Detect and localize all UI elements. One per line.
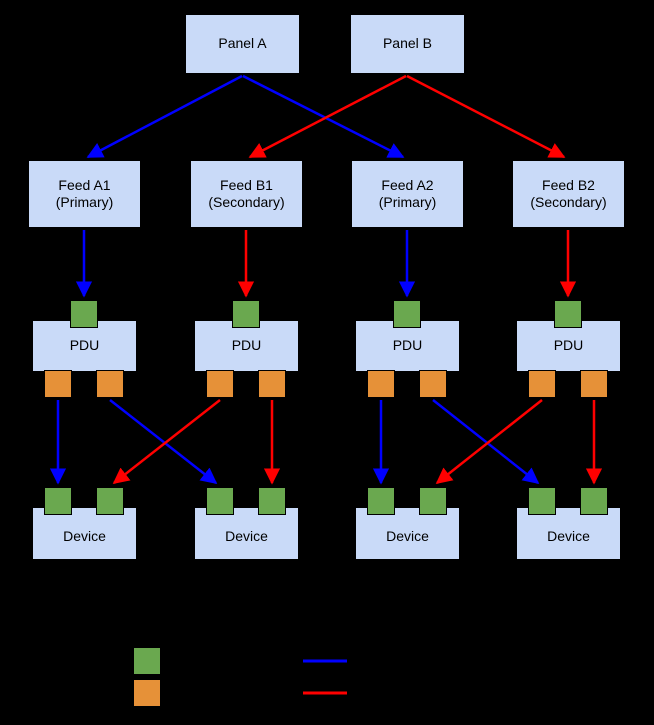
device4-input-port-right xyxy=(580,487,608,515)
pdu2-input-port xyxy=(232,300,260,328)
panel-a-to-feed-a1-arrow xyxy=(86,74,243,159)
device3-input-port-left xyxy=(367,487,395,515)
pdu3-output-port-right xyxy=(419,370,447,398)
pdu1-to-device2-arrow xyxy=(109,399,218,485)
pdu4-input-port xyxy=(554,300,582,328)
pdu3-to-device4-arrow xyxy=(432,399,540,485)
device3-label: Device xyxy=(386,527,429,544)
pdu2-output-port-left xyxy=(206,370,234,398)
feed-b1-label: Feed B1 xyxy=(220,176,273,193)
pdu1-output-port-left xyxy=(44,370,72,398)
pdu4-output-port-right xyxy=(580,370,608,398)
device2-input-port-right xyxy=(258,487,286,515)
device2-node: Device xyxy=(194,507,299,560)
device4-node: Device xyxy=(516,507,621,560)
panel-b-to-feed-b2-arrow xyxy=(406,74,566,159)
pdu3-node: PDU xyxy=(355,320,460,372)
pdu2-to-device1-arrow xyxy=(112,399,221,485)
feed-a1-label: Feed A1 xyxy=(58,176,111,193)
legend-output-port-swatch xyxy=(133,679,161,707)
device2-input-port-left xyxy=(206,487,234,515)
panel-a-node: Panel A xyxy=(185,14,300,74)
device1-input-port-right xyxy=(96,487,124,515)
feed-a1-node: Feed A1 (Primary) xyxy=(28,160,141,228)
pdu4-node: PDU xyxy=(516,320,621,372)
device4-label: Device xyxy=(547,527,590,544)
device1-input-port-left xyxy=(44,487,72,515)
pdu4-label: PDU xyxy=(553,337,584,354)
pdu3-output-port-left xyxy=(367,370,395,398)
feed-a2-node: Feed A2 (Primary) xyxy=(351,160,464,228)
legend-input-port-swatch xyxy=(133,647,161,675)
device3-node: Device xyxy=(355,507,460,560)
panel-b-to-feed-b1-arrow xyxy=(248,74,407,159)
device2-label: Device xyxy=(225,527,268,544)
pdu2-label: PDU xyxy=(231,337,262,354)
feed-b1-node: Feed B1 (Secondary) xyxy=(190,160,303,228)
feed-b2-node: Feed B2 (Secondary) xyxy=(512,160,625,228)
feed-a2-label: Feed A2 xyxy=(381,176,434,193)
pdu4-output-port-left xyxy=(528,370,556,398)
feed-b1-sublabel: (Secondary) xyxy=(208,194,285,210)
device3-input-port-right xyxy=(419,487,447,515)
device1-label: Device xyxy=(63,527,106,544)
pdu1-input-port xyxy=(70,300,98,328)
pdu3-label: PDU xyxy=(392,337,423,354)
panel-a-to-feed-a2-arrow xyxy=(242,74,405,159)
pdu3-input-port xyxy=(393,300,421,328)
pdu2-output-port-right xyxy=(258,370,286,398)
panel-b-label: Panel B xyxy=(382,35,433,52)
feed-b2-label: Feed B2 xyxy=(542,176,595,193)
feed-b2-sublabel: (Secondary) xyxy=(530,194,607,210)
pdu1-node: PDU xyxy=(32,320,137,372)
pdu1-label: PDU xyxy=(69,337,100,354)
device1-node: Device xyxy=(32,507,137,560)
pdu2-node: PDU xyxy=(194,320,299,372)
panel-a-label: Panel A xyxy=(218,35,267,52)
device4-input-port-left xyxy=(528,487,556,515)
panel-b-node: Panel B xyxy=(350,14,465,74)
pdu4-to-device3-arrow xyxy=(435,399,543,485)
feed-a1-sublabel: (Primary) xyxy=(55,194,114,210)
pdu1-output-port-right xyxy=(96,370,124,398)
feed-a2-sublabel: (Primary) xyxy=(378,194,437,210)
